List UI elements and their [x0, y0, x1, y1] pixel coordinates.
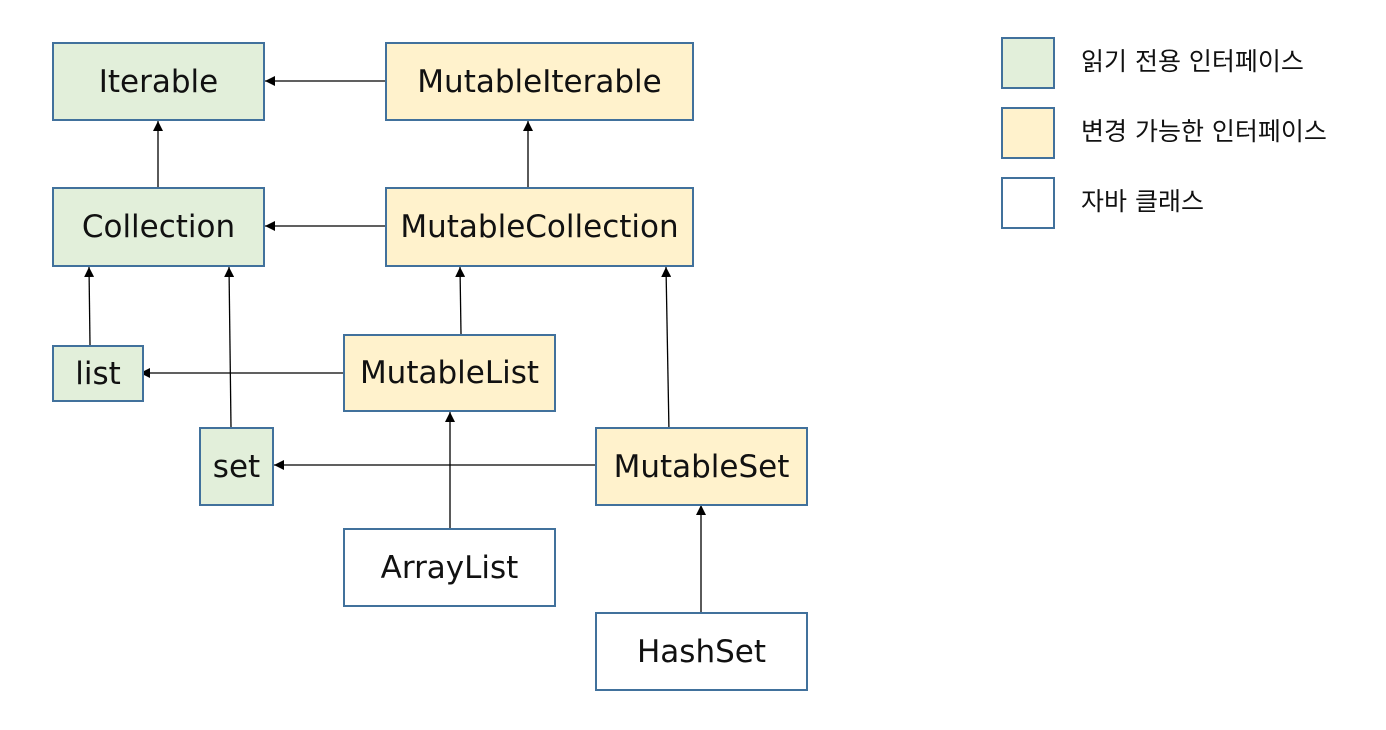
node-mutable-list: MutableList — [343, 334, 556, 412]
node-array-list: ArrayList — [343, 528, 556, 607]
legend-label-mutable: 변경 가능한 인터페이스 — [1081, 117, 1327, 146]
node-mutable-iterable: MutableIterable — [385, 42, 694, 121]
arrow-mutablelist-to-mutablecollection — [455, 266, 466, 335]
node-mutable-collection: MutableCollection — [385, 187, 694, 267]
node-mutable-set: MutableSet — [595, 427, 808, 506]
legend-label-read-only: 읽기 전용 인터페이스 — [1081, 47, 1304, 76]
node-hash-set: HashSet — [595, 612, 808, 691]
legend-swatch-java-class — [1001, 177, 1055, 229]
arrow-set-to-collection — [224, 266, 235, 428]
legend-label-java-class: 자바 클래스 — [1081, 187, 1204, 216]
legend-item-mutable: 변경 가능한 인터페이스 — [1001, 107, 1381, 159]
legend-item-java-class: 자바 클래스 — [1001, 177, 1381, 229]
arrow-mutableset-to-mutablecollection — [661, 266, 672, 433]
node-iterable: Iterable — [52, 42, 265, 121]
node-set: set — [199, 427, 274, 506]
legend-item-read-only: 읽기 전용 인터페이스 — [1001, 37, 1381, 89]
legend-swatch-read-only — [1001, 37, 1055, 89]
node-collection: Collection — [52, 187, 265, 267]
arrow-list-to-collection — [84, 266, 95, 346]
legend-swatch-mutable — [1001, 107, 1055, 159]
node-list: list — [52, 345, 144, 402]
